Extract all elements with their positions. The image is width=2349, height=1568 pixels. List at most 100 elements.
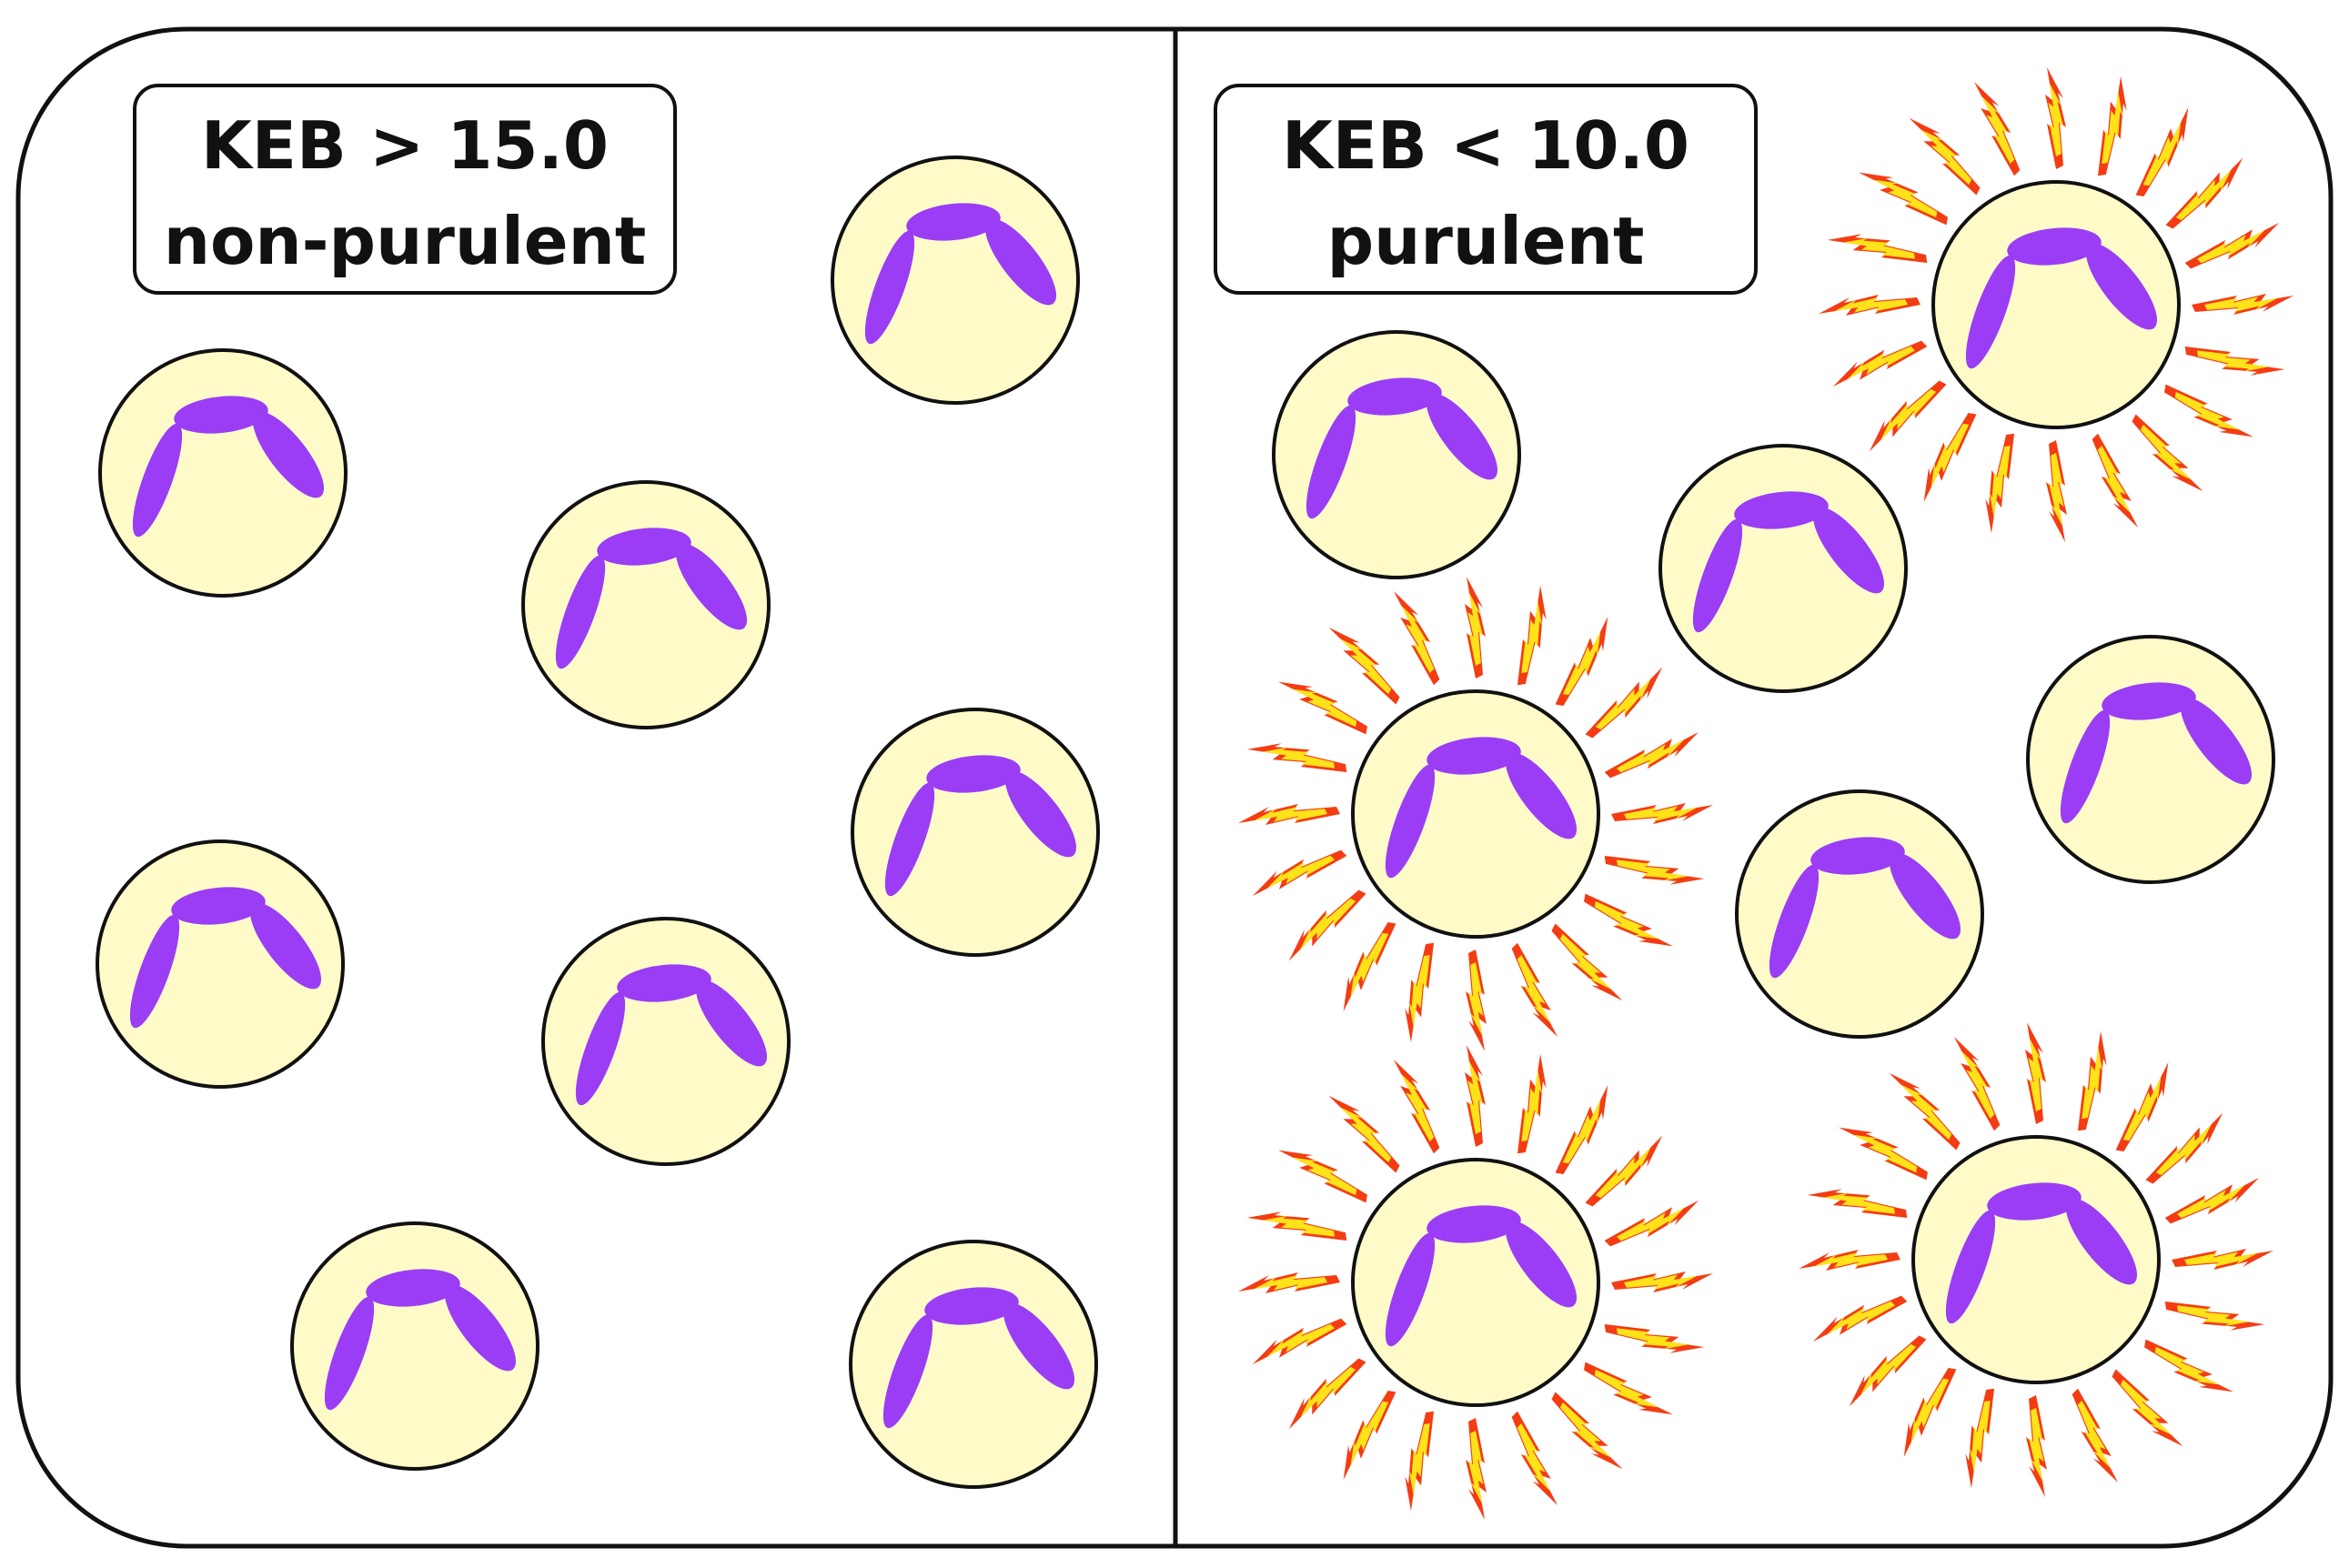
spark-icon xyxy=(1465,1045,1486,1147)
activated-neutrophil xyxy=(1238,577,1713,1051)
spark-icon xyxy=(1465,577,1486,678)
resting-neutrophil xyxy=(1658,444,1908,693)
spark-icon xyxy=(1985,433,2014,534)
spark-icon xyxy=(2098,75,2127,176)
activated-neutrophil xyxy=(1238,1045,1713,1520)
spark-icon xyxy=(1859,172,1948,226)
spark-icon xyxy=(1604,856,1705,885)
spark-icon xyxy=(1869,380,1947,452)
spark-icon xyxy=(1405,942,1434,1043)
resting-neutrophil xyxy=(521,480,771,729)
spark-icon xyxy=(1288,890,1366,961)
spark-icon xyxy=(1611,1271,1713,1292)
resting-neutrophil xyxy=(851,708,1100,957)
nucleus-icon xyxy=(2060,682,2253,824)
cell-membrane xyxy=(1351,689,1600,939)
spark-icon xyxy=(1278,1150,1367,1203)
cell-membrane xyxy=(1658,444,1908,693)
activated-neutrophil xyxy=(1799,1022,2273,1497)
spark-icon xyxy=(1343,922,1396,1011)
spark-icon xyxy=(1466,1418,1487,1520)
spark-icon xyxy=(1466,950,1487,1051)
spark-icon xyxy=(2112,1369,2183,1447)
spark-icon xyxy=(1889,1072,1961,1151)
nucleus-icon xyxy=(884,755,1077,897)
cell-membrane xyxy=(1931,180,2181,429)
nucleus-icon xyxy=(864,203,1057,345)
nucleus-icon xyxy=(1692,491,1885,633)
resting-neutrophil xyxy=(2026,635,2275,884)
spark-icon xyxy=(2045,67,2066,169)
spark-icon xyxy=(2184,222,2280,269)
nucleus-icon xyxy=(882,1287,1075,1429)
spark-icon xyxy=(1238,1272,1340,1293)
spark-icon xyxy=(2145,1112,2223,1184)
spark-icon xyxy=(1252,1318,1347,1365)
cell-membrane xyxy=(521,480,771,729)
nucleus-icon xyxy=(1385,737,1578,879)
spark-icon xyxy=(1246,1211,1347,1241)
spark-icon xyxy=(2078,1030,2107,1131)
cell-membrane xyxy=(290,1221,539,1471)
nucleus-icon xyxy=(555,528,748,669)
spark-icon xyxy=(2184,347,2285,376)
spark-icon xyxy=(1923,413,1977,502)
spark-icon xyxy=(1819,295,1921,316)
cell-membrane xyxy=(98,348,348,598)
activated-neutrophil xyxy=(1819,67,2294,542)
spark-icon xyxy=(1517,1053,1547,1154)
cell-membrane xyxy=(541,917,791,1166)
spark-icon xyxy=(1393,590,1440,686)
spark-icon xyxy=(1584,893,1673,947)
resting-neutrophil xyxy=(849,1240,1098,1489)
spark-icon xyxy=(2132,414,2203,492)
cell-membrane xyxy=(849,1240,1098,1489)
cell-membrane xyxy=(96,839,345,1089)
spark-icon xyxy=(1585,667,1663,739)
spark-icon xyxy=(2046,440,2067,542)
nucleus-icon xyxy=(129,887,322,1029)
resting-neutrophil xyxy=(541,917,791,1166)
cell-membrane xyxy=(2026,635,2275,884)
cell-membrane xyxy=(1735,789,1984,1039)
spark-icon xyxy=(1849,1335,1927,1407)
spark-icon xyxy=(1555,617,1608,706)
spark-icon xyxy=(1328,1095,1400,1173)
cell-membrane xyxy=(1911,1135,2161,1384)
spark-icon xyxy=(1555,1085,1608,1174)
spark-icon xyxy=(1511,942,1558,1038)
threshold-label: KEB < 10.0 xyxy=(1282,107,1689,184)
spark-icon xyxy=(2165,157,2243,229)
spark-icon xyxy=(2135,107,2189,196)
spark-icon xyxy=(1604,1200,1699,1247)
spark-icon xyxy=(2172,1249,2273,1270)
nucleus-icon xyxy=(1385,1205,1578,1347)
spark-icon xyxy=(1238,804,1340,825)
spark-icon xyxy=(1807,1189,1908,1218)
label-box-non-purulent: KEB > 15.0 non-purulent xyxy=(133,84,677,295)
spark-icon xyxy=(1909,117,1981,196)
threshold-label: KEB > 15.0 xyxy=(201,107,609,184)
spark-icon xyxy=(2164,1302,2265,1331)
spark-icon xyxy=(1278,681,1367,735)
spark-icon xyxy=(1246,743,1347,772)
spark-icon xyxy=(1903,1368,1957,1457)
spark-icon xyxy=(1839,1127,1928,1181)
cells-layer xyxy=(96,67,2294,1520)
nucleus-icon xyxy=(1306,377,1498,519)
state-label: purulent xyxy=(1327,203,1645,279)
spark-icon xyxy=(1832,340,1928,387)
spark-icon xyxy=(2025,1022,2046,1124)
spark-icon xyxy=(1511,1411,1558,1506)
nucleus-icon xyxy=(1965,227,2158,369)
spark-icon xyxy=(2072,1388,2119,1483)
spark-icon xyxy=(1585,1135,1663,1207)
spark-icon xyxy=(1551,1392,1623,1470)
spark-icon xyxy=(1252,849,1347,897)
nucleus-icon xyxy=(132,396,325,538)
spark-icon xyxy=(1517,585,1547,686)
cell-membrane xyxy=(1272,330,1521,579)
spark-icon xyxy=(1973,81,2021,176)
